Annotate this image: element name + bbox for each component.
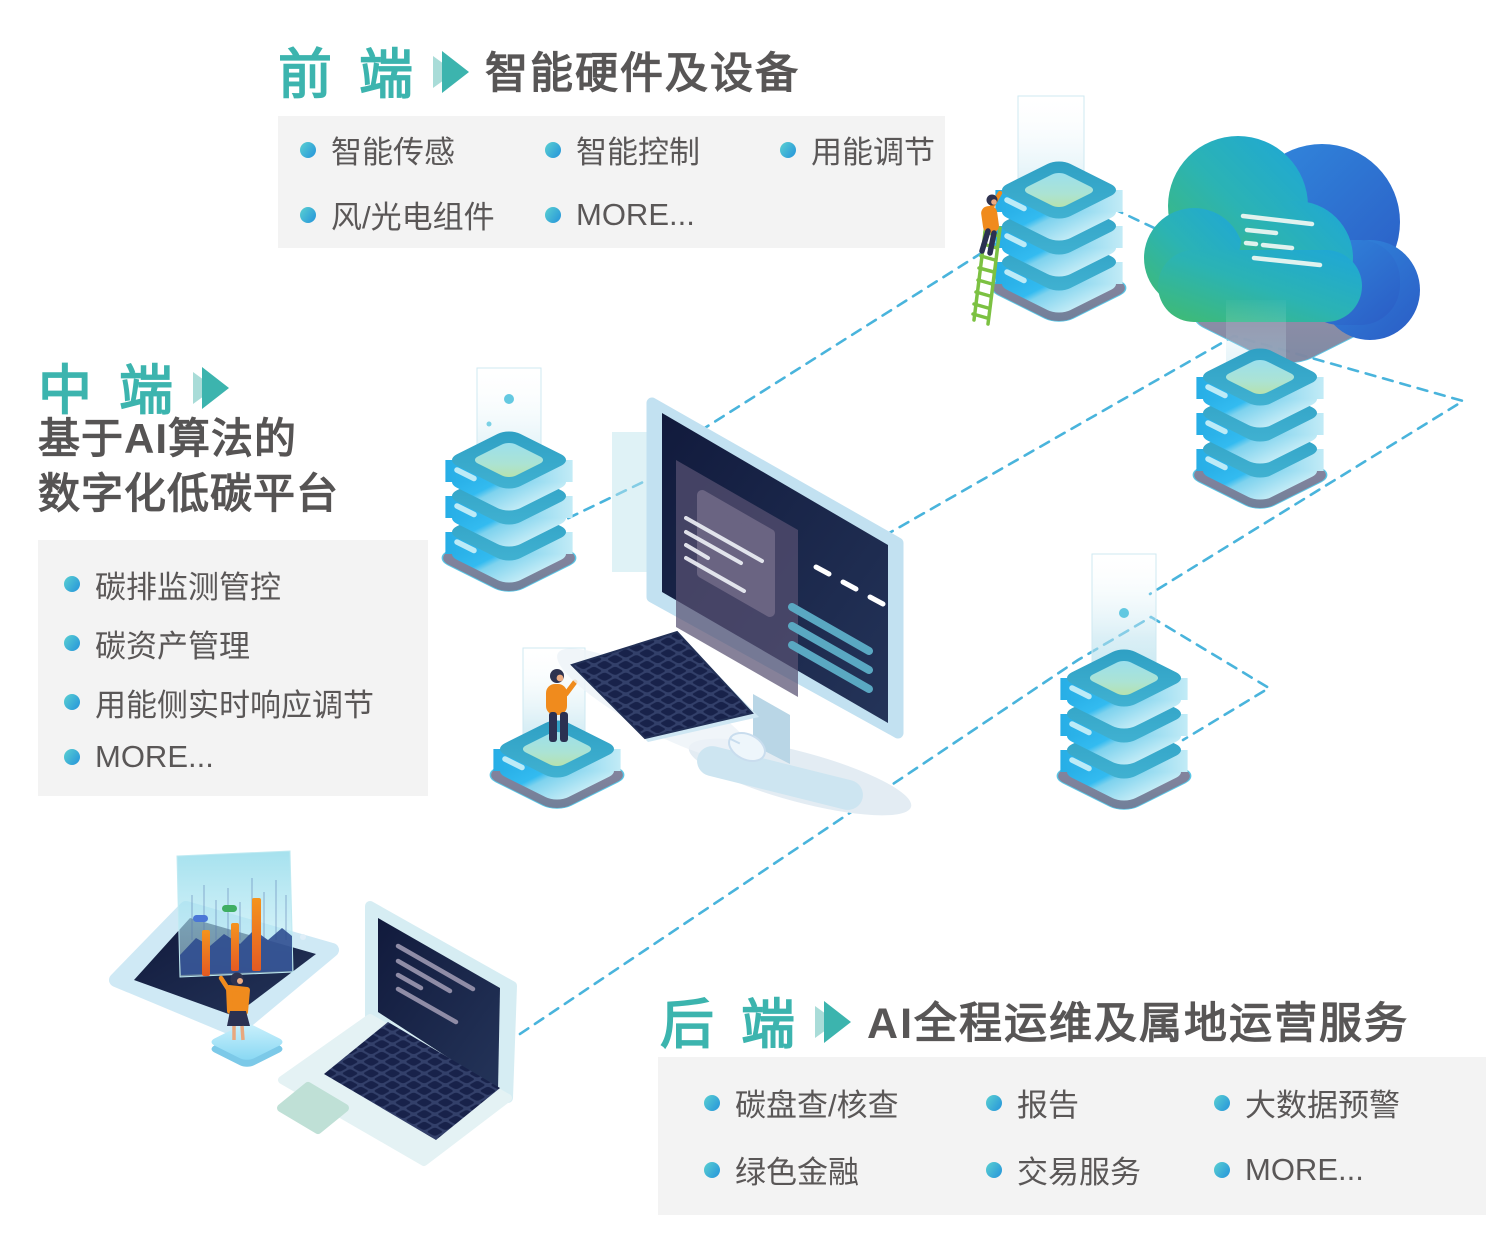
person-icon (546, 669, 578, 742)
bullet-icon (704, 1161, 720, 1178)
bullet-icon (64, 576, 80, 592)
server-stack-back (1049, 553, 1199, 813)
list-item: 碳盘查/核查 (704, 1080, 986, 1125)
item-label: 用能调节 (811, 135, 935, 170)
middle-items-panel: 碳排监测管控 碳资产管理 用能侧实时响应调节 MORE... (38, 540, 428, 796)
item-label: 绿色金融 (735, 1155, 859, 1190)
list-item: 大数据预警 (1214, 1080, 1486, 1125)
item-label: MORE... (1245, 1151, 1364, 1187)
subtitle-line: 数字化低碳平台 (38, 469, 340, 517)
item-label: MORE... (576, 196, 695, 232)
item-label: 智能控制 (576, 135, 700, 170)
mouse-icon (728, 732, 766, 762)
back-title: AI全程运维及属地运营服务 (867, 999, 1410, 1048)
bullet-icon (64, 694, 80, 710)
keyboard-icon (570, 630, 759, 742)
double-arrow-icon (193, 366, 230, 409)
person-icon (218, 972, 250, 1041)
server-stack-middle (434, 367, 584, 595)
monitor-icon (646, 397, 904, 739)
middle-subtitle: 基于AI算法的 数字化低碳平台 (38, 412, 339, 521)
item-label: 智能传感 (331, 135, 455, 170)
list-item: 报告 (986, 1080, 1214, 1125)
front-title: 智能硬件及设备 (485, 49, 801, 98)
bullet-icon (545, 206, 561, 223)
list-item: MORE... (64, 739, 428, 775)
bullet-icon (986, 1161, 1002, 1178)
double-arrow-icon (433, 50, 470, 93)
item-label: 用能侧实时响应调节 (95, 687, 374, 723)
list-item: MORE... (545, 192, 780, 237)
dashed-connector (882, 334, 1467, 596)
bullet-icon (300, 206, 316, 223)
person-icon (979, 190, 1003, 256)
list-item: MORE... (1214, 1147, 1486, 1192)
laptop-icon (277, 901, 517, 1166)
bullet-icon (986, 1094, 1002, 1111)
subtitle-line: 基于AI算法的 (38, 415, 298, 462)
bullet-icon (545, 141, 561, 158)
item-label: 报告 (1017, 1088, 1079, 1123)
bullet-icon (64, 748, 80, 765)
middle-section-heading: 中 端 (38, 346, 231, 425)
list-item: 风/光电组件 (300, 192, 545, 237)
hologram-chart (176, 850, 294, 978)
workstation (557, 397, 912, 816)
list-item: 交易服务 (986, 1147, 1214, 1192)
item-label: MORE... (95, 738, 214, 774)
double-arrow-icon (815, 1000, 852, 1043)
server-stack-front (971, 95, 1134, 325)
bullet-icon (300, 141, 316, 158)
front-tag: 前 端 (278, 45, 420, 105)
list-item: 碳排监测管控 (64, 562, 428, 607)
item-label: 交易服务 (1017, 1155, 1141, 1190)
back-tag: 后 端 (660, 995, 802, 1055)
item-label: 风/光电组件 (331, 200, 495, 235)
item-label: 碳排监测管控 (95, 569, 281, 605)
bullet-icon (704, 1094, 720, 1111)
list-item: 碳资产管理 (64, 621, 428, 666)
front-items-panel: 智能传感 智能控制 用能调节 风/光电组件 MORE... (278, 116, 945, 248)
server-stack-cloud (1185, 300, 1335, 512)
list-item: 智能控制 (545, 127, 780, 172)
item-label: 大数据预警 (1245, 1088, 1400, 1123)
list-item: 用能侧实时响应调节 (64, 680, 428, 725)
back-section-heading: 后 端 AI全程运维及属地运营服务 (660, 980, 1409, 1059)
item-label: 碳资产管理 (95, 628, 250, 664)
bullet-icon (1214, 1161, 1230, 1178)
list-item: 用能调节 (780, 127, 945, 172)
front-section-heading: 前 端 智能硬件及设备 (278, 30, 800, 109)
bullet-icon (64, 635, 80, 651)
list-item: 绿色金融 (704, 1147, 986, 1192)
item-label: 碳盘查/核查 (735, 1088, 899, 1123)
list-item: 智能传感 (300, 127, 545, 172)
cloud-icon (1144, 136, 1420, 364)
bullet-icon (780, 141, 796, 158)
back-items-panel: 碳盘查/核查 报告 大数据预警 绿色金融 交易服务 MORE... (658, 1057, 1486, 1215)
middle-tag: 中 端 (38, 361, 180, 421)
tablet-chart-icon (109, 850, 339, 1067)
bullet-icon (1214, 1094, 1230, 1111)
platform (211, 1024, 283, 1067)
